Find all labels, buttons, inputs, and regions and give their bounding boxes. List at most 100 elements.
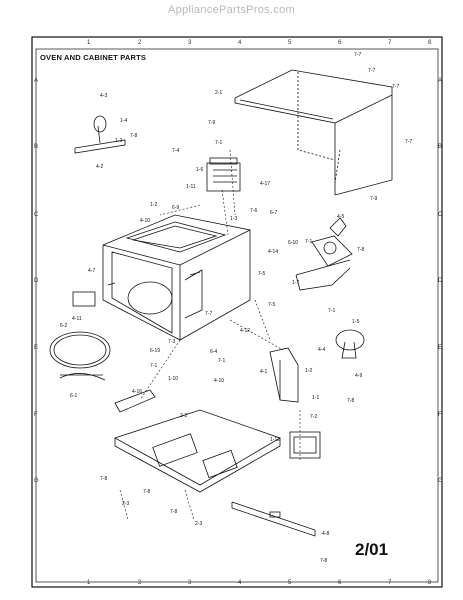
outer-case — [234, 69, 393, 196]
callout-c20: 4-10 — [140, 218, 150, 224]
grid-row: C — [438, 212, 443, 218]
callout-c43: 7-1 — [218, 358, 225, 364]
callout-c4: 7-7 — [405, 139, 412, 145]
grid-col: 2 — [138, 40, 142, 46]
turntable — [49, 331, 111, 381]
grid-row: E — [438, 345, 443, 351]
bottom-plate — [114, 409, 281, 493]
callout-c12: 4-2 — [96, 164, 103, 170]
callout-c16: 1-6 — [196, 167, 203, 173]
callout-c46: 1-2 — [305, 368, 312, 374]
callout-c1: 7-7 — [354, 52, 361, 58]
grid-row: F — [34, 412, 38, 418]
callout-c63: 7-8 — [320, 558, 327, 564]
grid-col: 8 — [428, 40, 432, 46]
inner-border — [35, 48, 439, 583]
grid-col: 3 — [188, 40, 192, 46]
callout-c6: 7-9 — [208, 120, 215, 126]
grid-col: 5 — [288, 40, 292, 46]
watermark: AppliancePartsPros.com — [167, 4, 296, 16]
callout-c14: 7-4 — [172, 148, 179, 154]
callout-c19: 6-9 — [172, 205, 179, 211]
callout-c37: 7-1 — [328, 308, 335, 314]
grid-row: C — [34, 212, 39, 218]
grid-row: A — [34, 78, 39, 84]
callout-c51: 1-1 — [312, 395, 319, 401]
grid-row: G — [438, 478, 443, 484]
callout-c21: 1-3 — [230, 216, 237, 222]
callout-c13: 7-1 — [215, 140, 222, 146]
grid-col: 2 — [138, 580, 142, 586]
diagram-title: OVEN AND CABINET PARTS — [40, 53, 147, 62]
grid-col: 6 — [338, 40, 342, 46]
callout-c41: 7-1 — [150, 363, 157, 369]
grid-col: 4 — [238, 580, 242, 586]
callout-c55: 2-2 — [180, 413, 187, 419]
grid-row: B — [438, 144, 443, 150]
grid-col: 5 — [288, 580, 292, 586]
grid-col: 1 — [87, 580, 91, 586]
callout-labels: 7-7 7-7 7-7 7-7 2-1 7-9 7-9 4-3 1-4 7-8 … — [60, 52, 412, 564]
grid-row: A — [438, 78, 443, 84]
callout-c34: 7-7 — [205, 311, 212, 317]
callout-c42: 6-4 — [210, 349, 217, 355]
magnetron — [206, 157, 241, 192]
callout-c38: 6-2 — [60, 323, 67, 329]
parts-linework — [49, 69, 393, 537]
callout-c62: 4-8 — [322, 531, 329, 537]
callout-c28: 4-14 — [268, 249, 278, 255]
callout-c9: 1-4 — [120, 118, 127, 124]
sheet-number: 2/01 — [355, 540, 389, 559]
callout-c48: 1-10 — [168, 376, 178, 382]
callout-c52: 7-8 — [347, 398, 354, 404]
callout-c30: 4-7 — [88, 268, 95, 274]
grid-row: D — [438, 278, 443, 284]
oven-cavity — [102, 214, 251, 341]
callout-c49: 4-10 — [214, 378, 224, 384]
callout-c45: 4-1 — [260, 369, 267, 375]
callout-c53: 4-16 — [132, 389, 142, 395]
callout-c5: 2-1 — [215, 90, 222, 96]
callout-c47: 4-9 — [355, 373, 362, 379]
callout-c44: 4-4 — [318, 347, 325, 353]
callout-c31: 7-5 — [268, 302, 275, 308]
callout-c40: 6-19 — [150, 348, 160, 354]
capacitor — [335, 329, 365, 359]
grid-row: B — [34, 144, 39, 150]
latch-rod — [231, 501, 316, 537]
grid-row: E — [34, 345, 39, 351]
callout-c36: 1-5 — [352, 319, 359, 325]
callout-c17: 4-17 — [260, 181, 270, 187]
fan-motor — [295, 217, 353, 291]
callout-c29: 7-5 — [258, 271, 265, 277]
callout-c8: 4-3 — [100, 93, 107, 99]
callout-c61: 2-3 — [195, 521, 202, 527]
callout-c60: 7-8 — [170, 509, 177, 515]
callout-c10: 7-8 — [130, 133, 137, 139]
callout-c59: 2-3 — [122, 501, 129, 507]
grid-col: 6 — [338, 580, 342, 586]
control-bracket — [269, 347, 299, 403]
callout-c24: 4-5 — [337, 214, 344, 220]
callout-c15: 1-11 — [186, 184, 196, 190]
callout-c25: 6-10 — [288, 240, 298, 246]
grid-row: D — [34, 278, 39, 284]
callout-c39: 7-3 — [168, 339, 175, 345]
callout-c18: 1-2 — [150, 202, 157, 208]
diagram-frame — [31, 36, 443, 588]
callout-c35: 4-12 — [240, 328, 250, 334]
grid-col: 3 — [188, 580, 192, 586]
callout-c32: 1-7 — [292, 280, 299, 286]
callout-c26: 7-1 — [305, 239, 312, 245]
callout-c58: 7-8 — [143, 489, 150, 495]
callout-c11: 1-2 — [115, 138, 122, 144]
callout-c56: 1-12 — [270, 437, 280, 443]
grid-col: 1 — [87, 40, 91, 46]
transformer — [289, 431, 321, 459]
grid-col: 7 — [388, 580, 392, 586]
callout-c50: 6-1 — [70, 393, 77, 399]
grid-col: 7 — [388, 40, 392, 46]
callout-c3: 7-7 — [392, 84, 399, 90]
grid-row: F — [438, 412, 442, 418]
